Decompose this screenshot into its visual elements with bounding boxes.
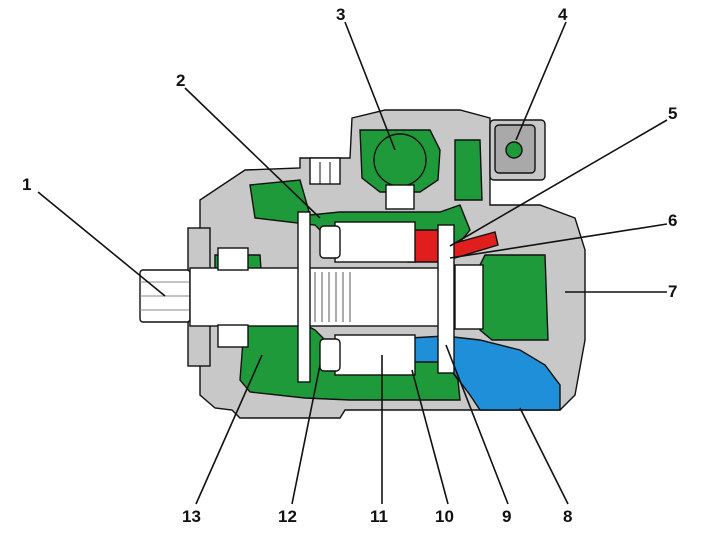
callout-11: 11 bbox=[370, 507, 388, 526]
callout-13: 13 bbox=[182, 507, 201, 526]
leader-lines bbox=[37, 21, 668, 505]
callout-5: 5 bbox=[668, 104, 677, 123]
callout-8: 8 bbox=[563, 507, 572, 526]
pistons bbox=[319, 225, 341, 372]
callout-12: 12 bbox=[278, 507, 297, 526]
control-valve bbox=[373, 133, 427, 210]
callout-3: 3 bbox=[336, 5, 345, 24]
callout-4: 4 bbox=[558, 5, 568, 24]
drive-shaft bbox=[139, 264, 484, 330]
callout-2: 2 bbox=[176, 71, 185, 90]
control-plate bbox=[437, 224, 455, 374]
callout-1: 1 bbox=[22, 175, 31, 194]
callout-9: 9 bbox=[502, 507, 511, 526]
front-bearing bbox=[217, 247, 249, 348]
swashplate bbox=[297, 211, 311, 383]
callout-10: 10 bbox=[435, 507, 454, 526]
callout-6: 6 bbox=[668, 211, 677, 230]
solenoid bbox=[489, 119, 546, 181]
callout-7: 7 bbox=[668, 282, 677, 301]
callout-labels: 1 2 3 4 5 6 7 8 9 10 11 12 13 bbox=[22, 5, 677, 526]
cylinder-block bbox=[334, 221, 416, 376]
adjustment-screw bbox=[309, 157, 341, 185]
